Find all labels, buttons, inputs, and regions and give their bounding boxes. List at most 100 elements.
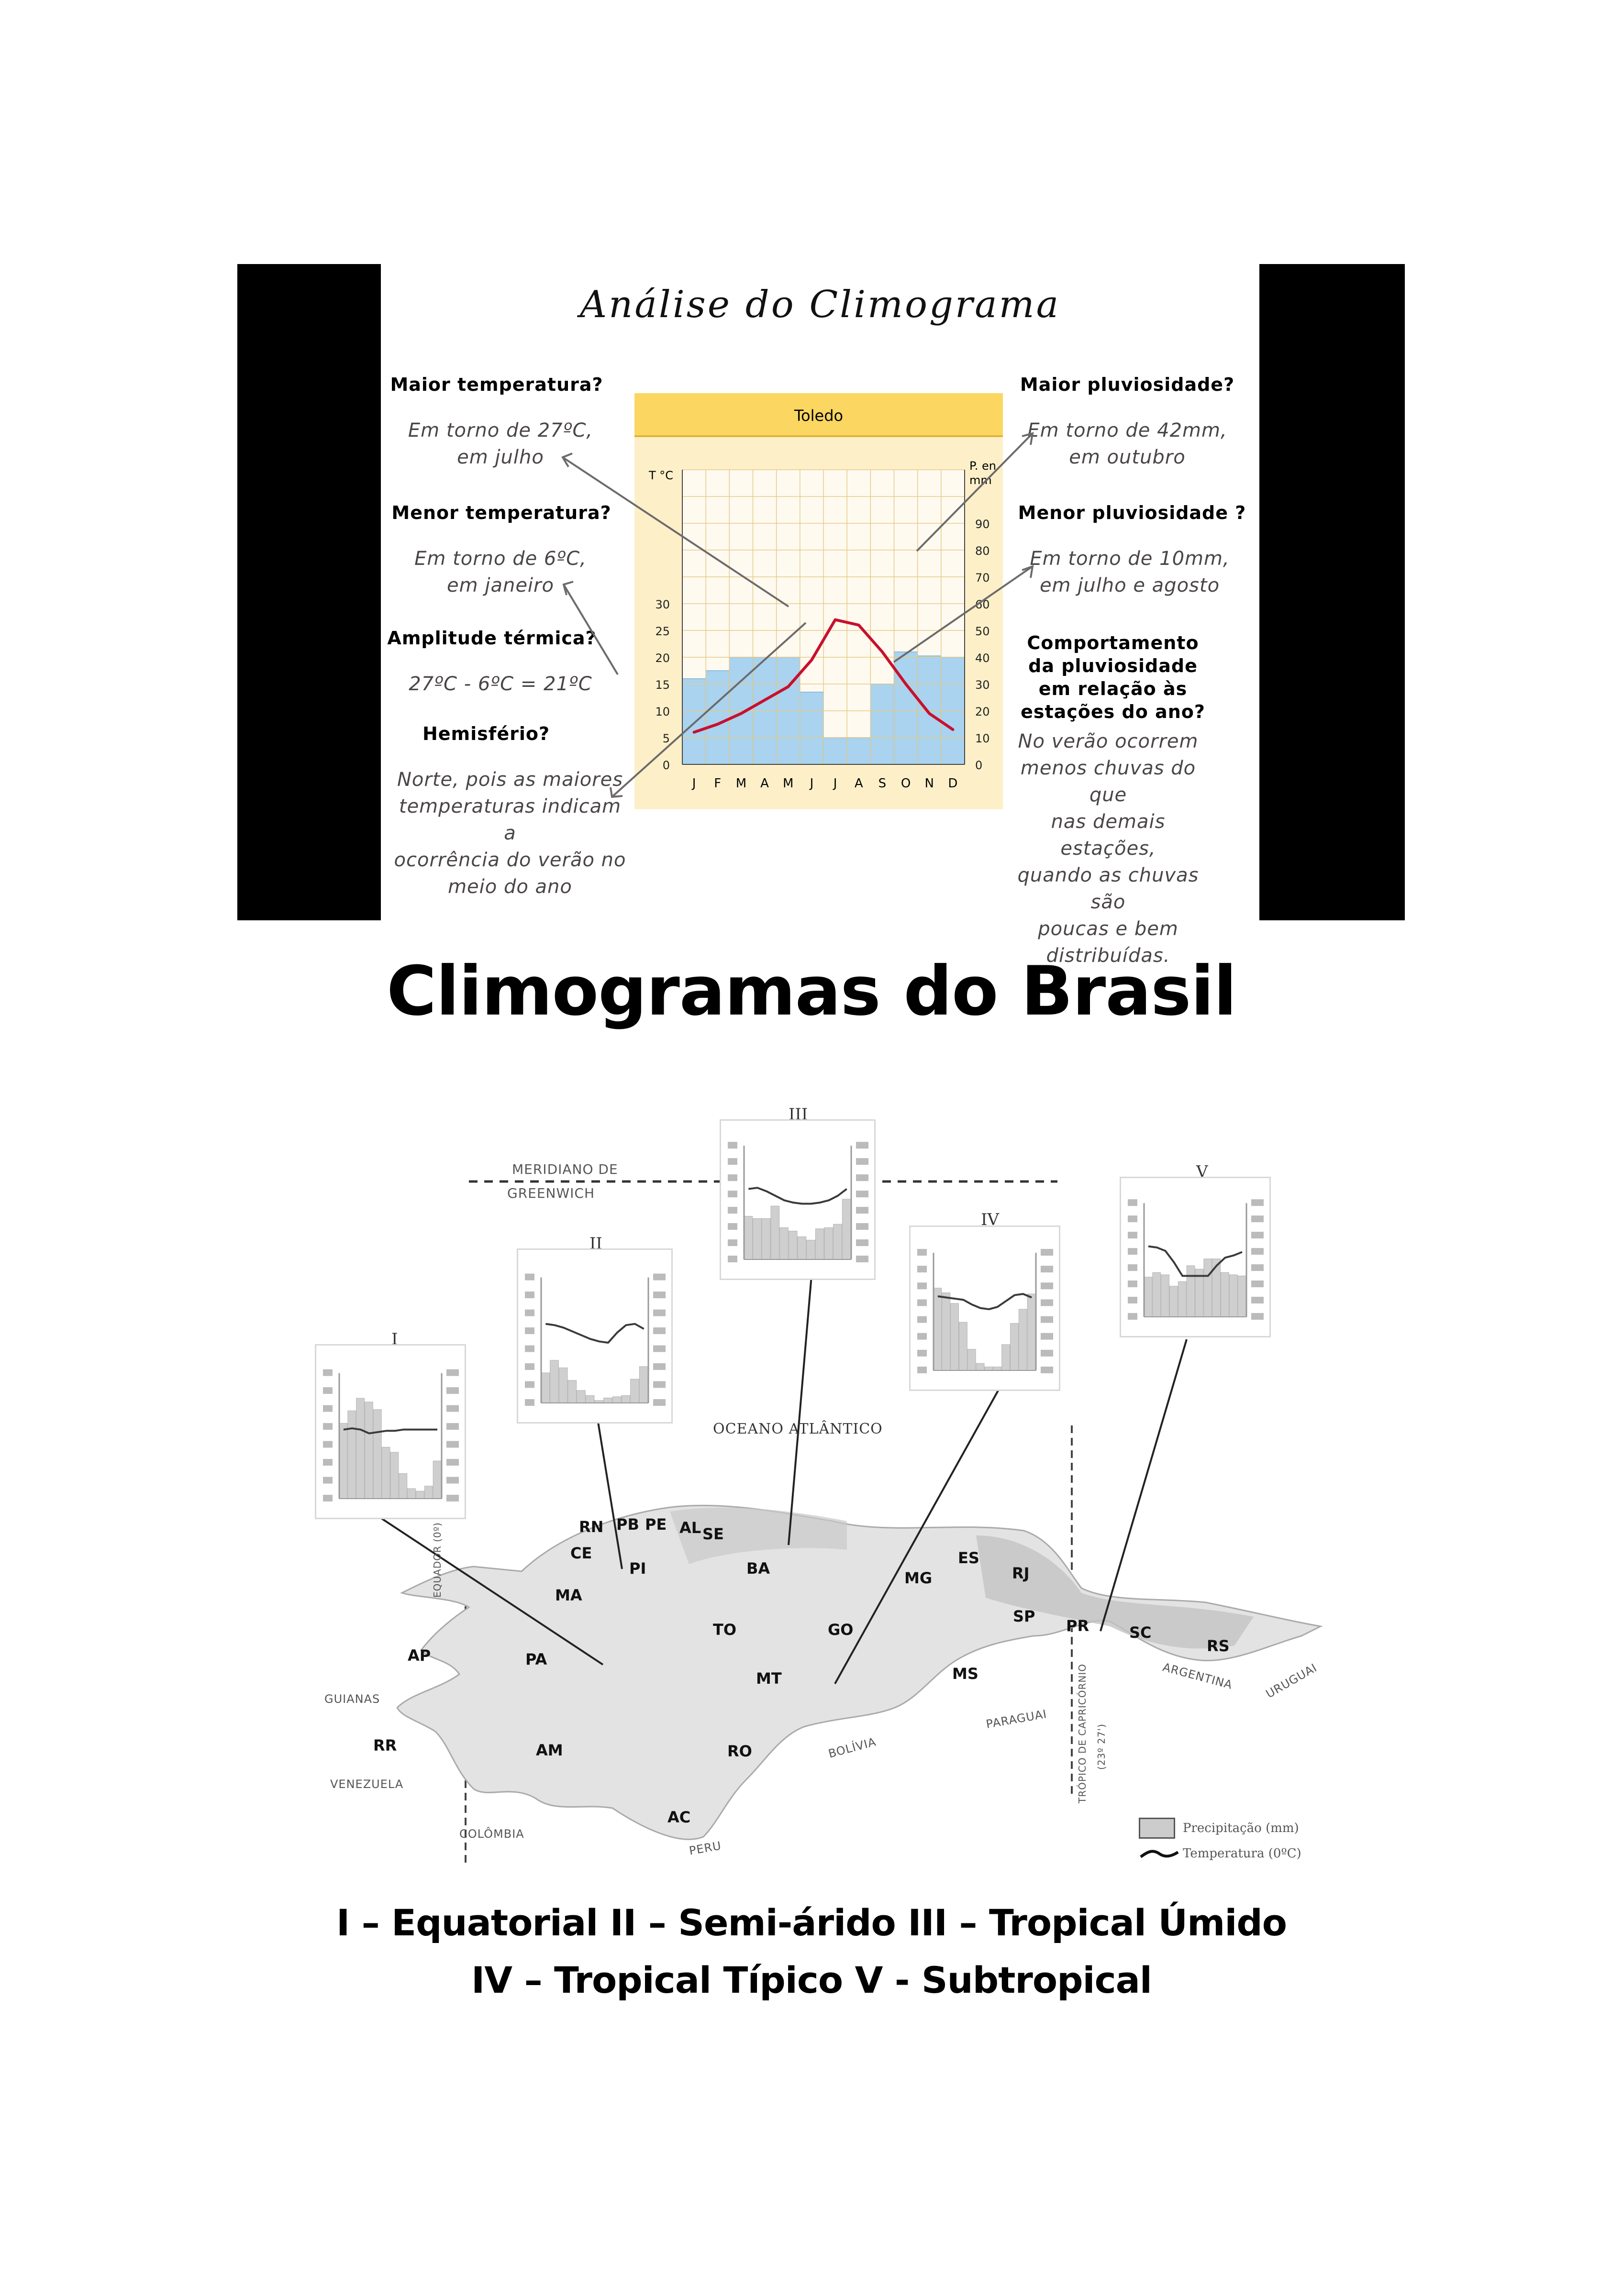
svg-text:A: A xyxy=(855,776,863,791)
state-label-ce: CE xyxy=(570,1544,592,1562)
mini-climogram-v xyxy=(1120,1177,1271,1337)
question-max-rain: Maior pluviosidade? xyxy=(1020,374,1235,395)
svg-text:P. en: P. en xyxy=(969,459,996,473)
answer-thermal-amplitude: 27ºC - 6ºC = 21ºC xyxy=(409,673,592,695)
state-label-rr: RR xyxy=(373,1736,397,1755)
svg-text:M: M xyxy=(736,776,746,791)
svg-text:M: M xyxy=(783,776,793,791)
svg-text:30: 30 xyxy=(655,598,670,611)
legend-precip-label: Precipitação (mm) xyxy=(1183,1821,1299,1835)
country-label-venezuela: VENEZUELA xyxy=(330,1777,404,1791)
answer-max-rain: Em torno de 42mm, em outubro xyxy=(1027,419,1227,468)
state-label-am: AM xyxy=(536,1741,563,1759)
svg-text:T °C: T °C xyxy=(648,469,673,482)
legend-temp-label: Temperatura (0ºC) xyxy=(1183,1846,1301,1861)
question-min-temp: Menor temperatura? xyxy=(391,502,611,523)
pointer-arrows xyxy=(561,432,1034,798)
meridian-label: MERIDIANO DE xyxy=(512,1161,618,1177)
tropic-label: TRÓPICO DE CAPRICÓRNIO xyxy=(1077,1664,1088,1803)
mini-climogram-i xyxy=(315,1344,466,1519)
svg-text:J: J xyxy=(691,776,696,791)
state-label-al: AL xyxy=(679,1519,701,1537)
state-label-to: TO xyxy=(713,1621,737,1639)
caption-line-1: I – Equatorial II – Semi-árido III – Tro… xyxy=(336,1901,1287,1944)
svg-text:D: D xyxy=(948,776,957,791)
mini-climogram-ii xyxy=(517,1248,673,1424)
answer-hemisphere: Norte, pois as maiores temperaturas indi… xyxy=(394,769,626,898)
legend-precip-swatch xyxy=(1139,1818,1175,1839)
brazil-map-shape xyxy=(348,1180,1323,1866)
state-label-ro: RO xyxy=(727,1742,752,1760)
country-label-colombia: COLÔMBIA xyxy=(459,1827,524,1841)
mini-climogram-iv xyxy=(909,1225,1060,1391)
question-max-temp: Maior temperatura? xyxy=(390,374,603,395)
brazil-climate-map: MERIDIANO DE GREENWICH OCEANO ATLÂNTICO … xyxy=(297,1091,1340,1875)
question-rain-behavior: Comportamento da pluviosidade em relação… xyxy=(1021,632,1205,722)
question-thermal-amplitude: Amplitude térmica? xyxy=(387,628,597,649)
state-label-ms: MS xyxy=(952,1665,978,1683)
climogram-analysis-slide: Análise do Climograma Maior temperatura?… xyxy=(237,264,1405,967)
svg-text:N: N xyxy=(925,776,934,791)
country-label-guianas: GUIANAS xyxy=(324,1692,380,1706)
state-label-go: GO xyxy=(828,1621,854,1639)
state-label-pr: PR xyxy=(1066,1617,1089,1635)
state-label-pi: PI xyxy=(629,1559,646,1578)
question-min-rain: Menor pluviosidade ? xyxy=(1018,502,1246,523)
caption-line-2: IV – Tropical Típico V - Subtropical xyxy=(471,1959,1152,2001)
svg-text:80: 80 xyxy=(975,544,990,558)
mini-climogram-iii xyxy=(720,1119,876,1280)
svg-text:70: 70 xyxy=(975,571,990,585)
svg-text:50: 50 xyxy=(975,625,990,638)
state-label-ap: AP xyxy=(408,1646,431,1665)
svg-text:mm: mm xyxy=(969,474,992,487)
state-label-rj: RJ xyxy=(1012,1564,1030,1582)
state-label-ma: MA xyxy=(555,1586,582,1604)
state-label-pe: PE xyxy=(645,1515,667,1534)
state-label-se: SE xyxy=(702,1525,724,1543)
legend-temp: Temperatura (0ºC) xyxy=(1139,1846,1301,1861)
legend-temp-swatch xyxy=(1140,1850,1179,1858)
svg-text:20: 20 xyxy=(975,705,990,718)
state-label-ac: AC xyxy=(667,1808,691,1826)
svg-text:30: 30 xyxy=(975,678,990,692)
svg-text:J: J xyxy=(833,776,837,791)
tropic-sub-label: (23º 27') xyxy=(1096,1723,1107,1770)
state-label-ba: BA xyxy=(746,1559,770,1578)
state-label-es: ES xyxy=(958,1549,979,1567)
page-title: Climogramas do Brasil xyxy=(387,952,1237,1031)
state-label-pa: PA xyxy=(525,1650,547,1668)
svg-text:20: 20 xyxy=(655,651,670,665)
svg-text:A: A xyxy=(760,776,769,791)
state-label-rs: RS xyxy=(1207,1637,1230,1655)
answer-min-rain: Em torno de 10mm, em julho e agosto xyxy=(1030,548,1230,596)
legend-precip: Precipitação (mm) xyxy=(1139,1818,1299,1839)
svg-text:10: 10 xyxy=(975,732,990,745)
slide-content: Análise do Climograma Maior temperatura?… xyxy=(381,264,1259,967)
answer-rain-behavior: No verão ocorrem menos chuvas do que nas… xyxy=(1017,730,1199,967)
svg-text:10: 10 xyxy=(655,705,670,718)
svg-text:40: 40 xyxy=(975,651,990,665)
svg-text:15: 15 xyxy=(655,678,670,692)
question-hemisphere: Hemisfério? xyxy=(422,723,550,744)
state-label-rn: RN xyxy=(579,1518,604,1536)
svg-text:F: F xyxy=(714,776,721,791)
svg-text:5: 5 xyxy=(663,732,670,745)
equator-label: EQUADOR (0º) xyxy=(432,1522,443,1598)
svg-text:0: 0 xyxy=(975,759,982,772)
answer-max-temp: Em torno de 27ºC, em julho xyxy=(408,419,593,468)
svg-text:0: 0 xyxy=(663,759,670,772)
svg-text:J: J xyxy=(809,776,814,791)
state-label-sc: SC xyxy=(1129,1623,1152,1642)
svg-text:S: S xyxy=(878,776,887,791)
svg-text:90: 90 xyxy=(975,518,990,531)
state-label-sp: SP xyxy=(1013,1607,1035,1625)
state-label-mt: MT xyxy=(756,1669,782,1688)
svg-text:25: 25 xyxy=(655,625,670,638)
answer-min-temp: Em torno de 6ºC, em janeiro xyxy=(414,548,587,596)
state-label-mg: MG xyxy=(904,1569,933,1587)
meridian-label-2: GREENWICH xyxy=(507,1185,595,1201)
ocean-label: OCEANO ATLÂNTICO xyxy=(713,1421,883,1437)
svg-text:O: O xyxy=(901,776,911,791)
